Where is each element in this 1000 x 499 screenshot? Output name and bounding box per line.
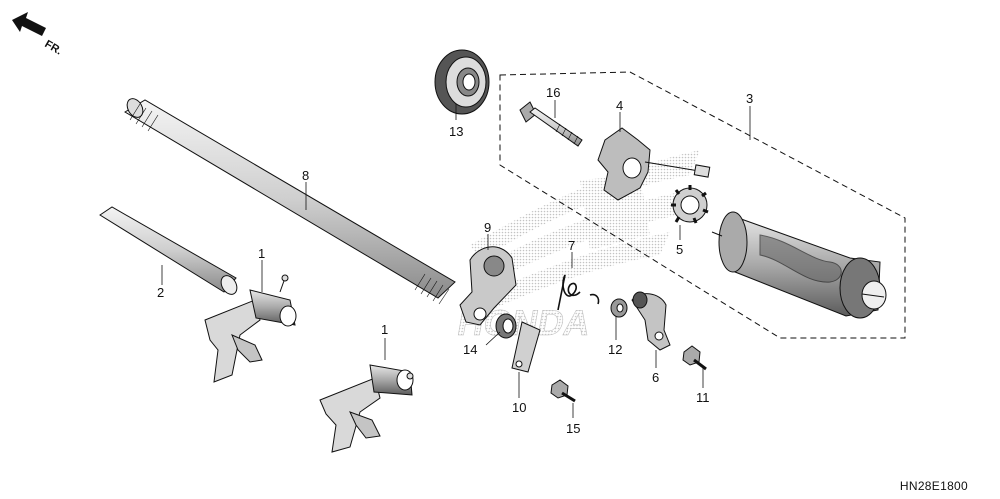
- shift-fork-upper: [204, 274, 297, 383]
- callout-part-12: 12: [608, 342, 622, 357]
- shift-fork-lower: [319, 364, 414, 453]
- return-spring: [557, 274, 600, 311]
- callout-part-1-upper: 1: [258, 246, 265, 261]
- callout-part-10: 10: [512, 400, 526, 415]
- gearshift-arm: [459, 246, 517, 326]
- callout-part-8: 8: [302, 168, 309, 183]
- callout-part-5: 5: [676, 242, 683, 257]
- callout-part-9: 9: [484, 220, 491, 235]
- callout-part-13: 13: [449, 124, 463, 139]
- front-arrow-icon: FR.: [12, 12, 64, 57]
- bolt: [519, 101, 583, 147]
- leader-lines: [161, 100, 751, 418]
- washer: [610, 298, 628, 318]
- bolt-small-lower: [550, 379, 576, 403]
- callout-part-11: 11: [696, 390, 710, 405]
- callout-part-16: 16: [546, 85, 560, 100]
- stopper-plate: [511, 321, 541, 373]
- callout-part-2: 2: [157, 285, 164, 300]
- callout-part-15: 15: [566, 421, 580, 436]
- bearing: [434, 49, 490, 115]
- fork-guide-shaft: [99, 206, 238, 295]
- shift-fork-shaft: [124, 98, 456, 305]
- callout-part-14: 14: [463, 342, 477, 357]
- bolt-small-right: [682, 345, 707, 371]
- callout-numbers: 1 1 2 3 4 5 6 7 8 9 10 11 12 13 14 15 16: [157, 85, 753, 436]
- collar: [495, 313, 517, 339]
- callout-part-3: 3: [746, 91, 753, 106]
- drum-gear: [671, 185, 709, 224]
- stopper-arm: [631, 291, 671, 351]
- shift-drum: [711, 211, 887, 319]
- front-direction-label: FR.: [43, 38, 64, 57]
- drum-center-cam: [597, 127, 711, 201]
- diagram-reference-code: HN28E1800: [899, 479, 968, 493]
- assembly-group-outline: [499, 71, 906, 339]
- callout-part-1-lower: 1: [381, 322, 388, 337]
- callout-part-4: 4: [616, 98, 623, 113]
- callout-part-7: 7: [568, 238, 575, 253]
- callout-part-6: 6: [652, 370, 659, 385]
